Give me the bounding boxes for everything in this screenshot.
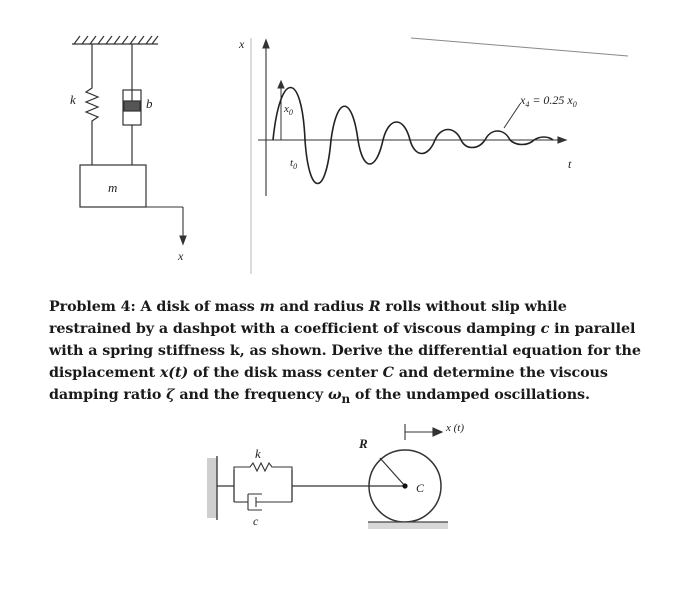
x0-amplitude-marker <box>277 79 285 140</box>
response-y-label: x <box>238 37 245 51</box>
mass-block <box>79 164 147 208</box>
radius-label: R <box>358 436 368 451</box>
bottom-spring-k <box>233 461 293 473</box>
radius-line <box>379 457 406 487</box>
x0-label: x0 <box>283 103 293 117</box>
disk <box>368 449 442 523</box>
top-slanted-line <box>410 37 629 57</box>
ceiling-support <box>72 35 159 45</box>
bottom-spring-label: k <box>255 446 261 461</box>
center-point <box>402 483 408 489</box>
x-t-label: x (t) <box>445 422 464 434</box>
t-axis-label: t <box>568 157 572 171</box>
response-axes <box>258 38 568 196</box>
x-t-arrow <box>404 424 444 440</box>
bottom-damper-label: c <box>253 514 259 528</box>
spring-k <box>84 44 100 165</box>
ground <box>368 521 448 529</box>
x-axis-label: x <box>177 249 184 263</box>
bottom-damper-c <box>234 493 292 511</box>
mass-label: m <box>108 180 117 195</box>
damper-b <box>122 44 142 165</box>
spring-k-label: k <box>70 92 76 107</box>
damped-response-curve <box>272 87 554 185</box>
connector-frame <box>217 470 405 502</box>
top-figure: k b m x x t x0 t0 x4 = 0.25 x0 <box>70 35 629 274</box>
x-displacement-arrow <box>146 206 187 246</box>
damper-b-label: b <box>146 96 153 111</box>
t0-label: t0 <box>290 157 297 171</box>
problem-statement: Problem 4: A disk of mass m and radius R… <box>49 299 641 406</box>
center-label: C <box>416 481 425 495</box>
wall-support <box>207 456 218 520</box>
x4-label: x4 = 0.25 x0 <box>519 93 577 109</box>
x4-pointer <box>503 103 521 129</box>
